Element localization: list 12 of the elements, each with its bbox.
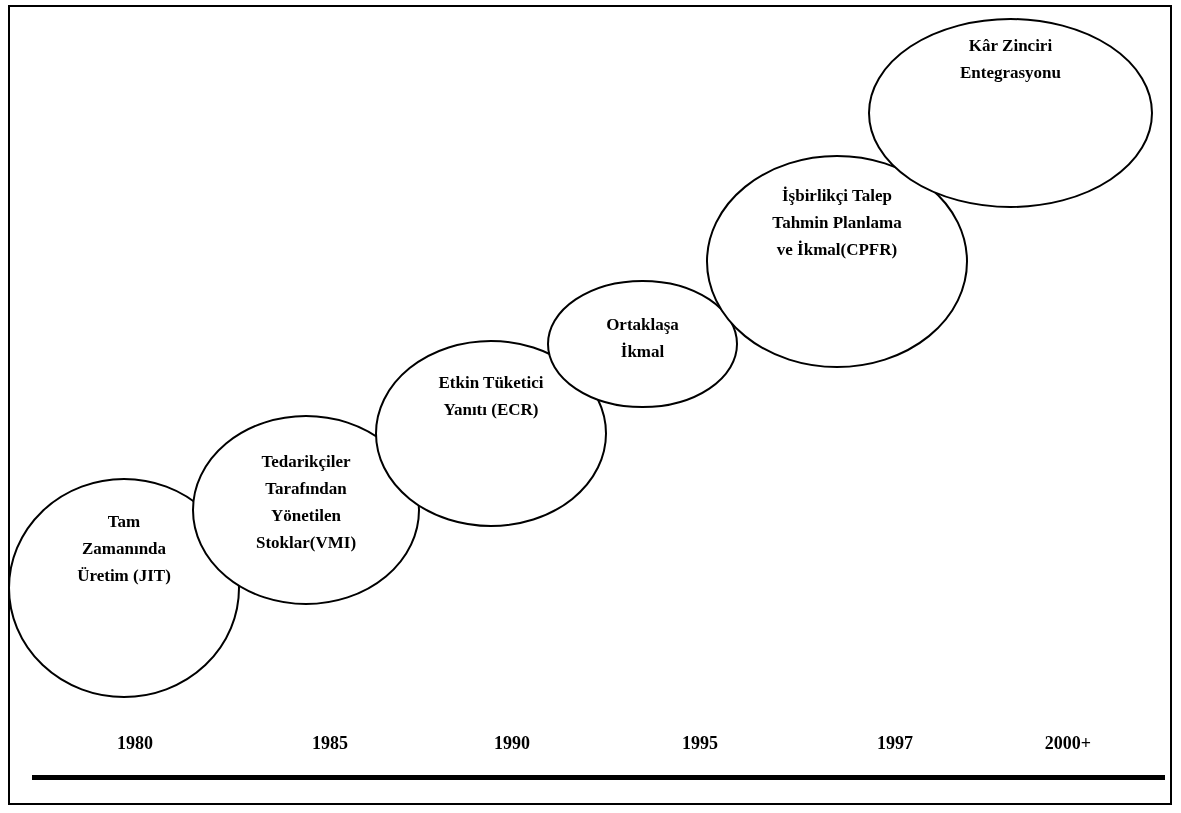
stage-text: Tam Zamanında Üretim (JIT)	[76, 511, 172, 587]
year-label: 1995	[682, 732, 718, 755]
year-label: 1985	[312, 732, 348, 755]
stage-text: İşbirlikçi Talep Tahmin Planlama ve İkmal(CPFR)	[771, 185, 903, 261]
year-label: 1997	[877, 732, 913, 755]
stage-text: Etkin Tüketici Yanıtı (ECR)	[437, 372, 545, 421]
stage-text: Kâr Zinciri Entegrasyonu	[958, 35, 1063, 84]
stage-text: Tedarikçiler Tarafından Yönetilen Stoklar(VMI)	[254, 451, 358, 554]
year-label: 1980	[117, 732, 153, 755]
year-label: 1990	[494, 732, 530, 755]
year-label: 2000+	[1044, 732, 1092, 755]
stage-text: Ortaklaşa İkmal	[605, 314, 680, 363]
